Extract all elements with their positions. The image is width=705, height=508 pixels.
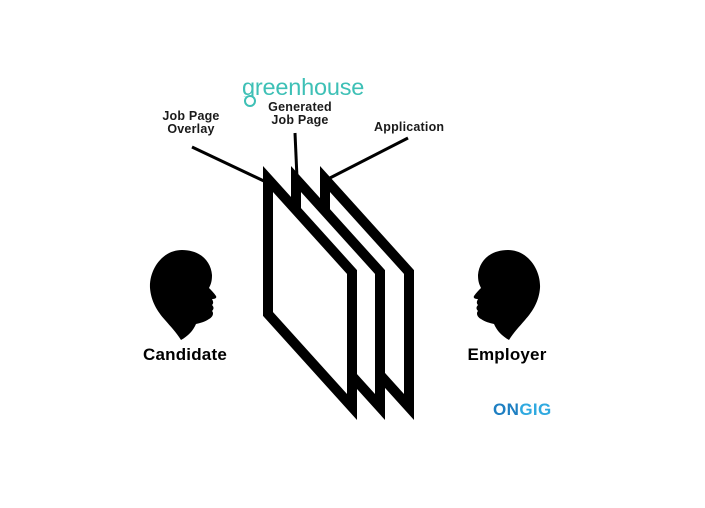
job-page-overlay-leader-line: [191, 145, 267, 184]
employer-label: Employer: [467, 345, 547, 364]
ongig-logo: ONGIG: [493, 400, 552, 420]
ongig-logo-part2: GIG: [519, 400, 552, 419]
application-label: Application: [374, 120, 445, 134]
ongig-logo-part1: ON: [493, 400, 520, 419]
generated-job-page-leader-line: [293, 132, 299, 179]
application-leader-line: [325, 136, 409, 182]
employer-head-icon: [473, 250, 541, 340]
job-page-overlay-label-line2: Overlay: [167, 122, 215, 136]
greenhouse-logo: greenhouse: [242, 76, 365, 97]
job-page-overlay-label: Job Page Overlay: [148, 110, 234, 136]
candidate-label: Candidate: [143, 345, 227, 364]
greenhouse-seed-ring-icon: [244, 95, 256, 107]
job-page-overlay-label-line1: Job Page: [162, 109, 220, 123]
generated-job-page-label-line2: Job Page: [271, 113, 329, 127]
job-page-overlay-pane: [263, 166, 357, 420]
generated-job-page-label-line1: Generated: [268, 100, 332, 114]
generated-job-page-label: Generated Job Page: [256, 101, 344, 127]
candidate-head-icon: [149, 250, 217, 340]
